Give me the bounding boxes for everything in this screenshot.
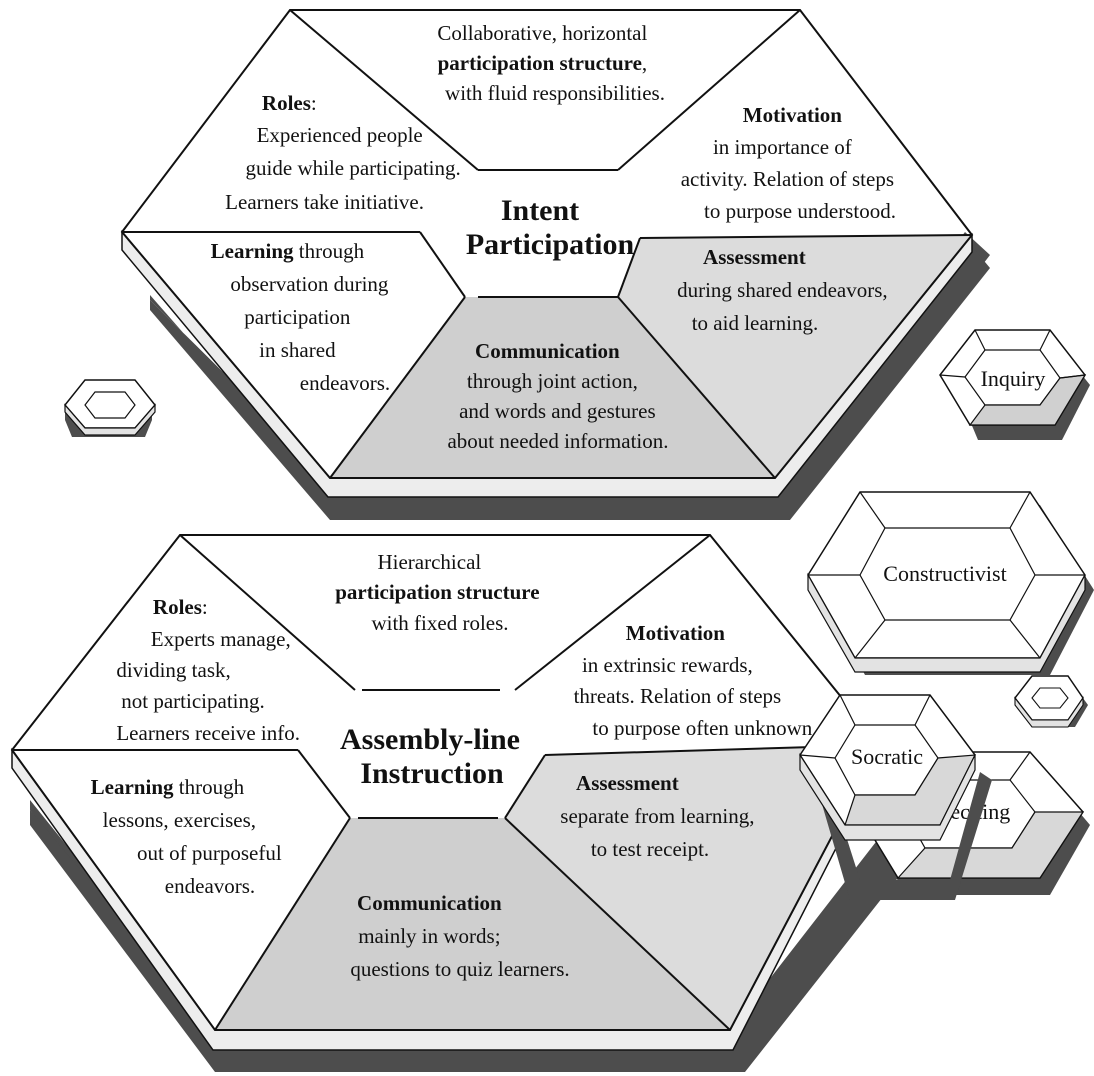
top-center-subtitle: Participation	[466, 228, 635, 261]
top-divider-6	[617, 237, 641, 298]
gem-inquiry: Inquiry	[939, 329, 1090, 440]
top-divider-8	[617, 296, 776, 479]
bottom-divider-7	[214, 817, 351, 1031]
top-divider-5	[639, 234, 973, 239]
bottom-sector-communication-bg	[215, 818, 730, 1030]
bottom-center-subtitle: Instruction	[360, 757, 504, 790]
gem-constructivist-label: Constructivist	[883, 561, 1006, 586]
bottom-divider-8	[504, 817, 731, 1031]
gem-inquiry-label: Inquiry	[981, 366, 1046, 391]
bottom-learning-text: Learning through lessons, exercises, out…	[91, 775, 287, 898]
gem-small-right	[1014, 675, 1088, 728]
intent-participation-hexagon: Intent Participation Collaborative, hori…	[120, 9, 990, 520]
top-roles-text: Roles: Experienced people guide while pa…	[225, 91, 466, 214]
top-center-title: Intent	[501, 194, 579, 227]
bottom-divider-1	[179, 534, 356, 691]
gem-socratic: Socratic	[799, 694, 992, 900]
gem-constructivist: Constructivist	[807, 491, 1094, 675]
top-divider-2	[617, 9, 801, 171]
bottom-structure-text: Hierarchical participation structure wit…	[335, 550, 545, 635]
bottom-divider-2	[514, 534, 711, 691]
gem-small-left	[64, 379, 156, 437]
top-motivation-text: Motivation in importance of activity. Re…	[681, 103, 900, 223]
top-divider-4	[419, 231, 466, 298]
bottom-motivation-text: Motivation in extrinsic rewards, threats…	[574, 621, 818, 740]
bottom-assessment-text: Assessment separate from learning, to te…	[560, 771, 759, 861]
top-sector-communication-bg	[330, 297, 775, 478]
bottom-divider-6	[504, 754, 546, 819]
bottom-communication-text: Communication mainly in words; questions…	[350, 891, 569, 981]
top-sector-assessment-bg	[618, 235, 972, 478]
top-learning-text: Learning through observation during part…	[211, 239, 394, 395]
top-divider-7	[329, 296, 466, 479]
bottom-divider-4	[297, 749, 351, 819]
top-communication-text: Communication through joint action, and …	[447, 339, 668, 453]
assembly-line-hexagon: Assembly-line Instruction Hierarchical p…	[10, 534, 975, 1072]
top-assessment-text: Assessment during shared endeavors, to a…	[677, 245, 893, 335]
bottom-center-title: Assembly-line	[340, 723, 520, 756]
bottom-sector-assessment-bg	[505, 745, 880, 1030]
top-divider-1	[289, 9, 479, 171]
bottom-roles-text: Roles: Experts manage, dividing task, no…	[116, 595, 300, 745]
top-structure-text: Collaborative, horizontal participation …	[437, 21, 665, 105]
gem-socratic-label: Socratic	[851, 744, 923, 769]
